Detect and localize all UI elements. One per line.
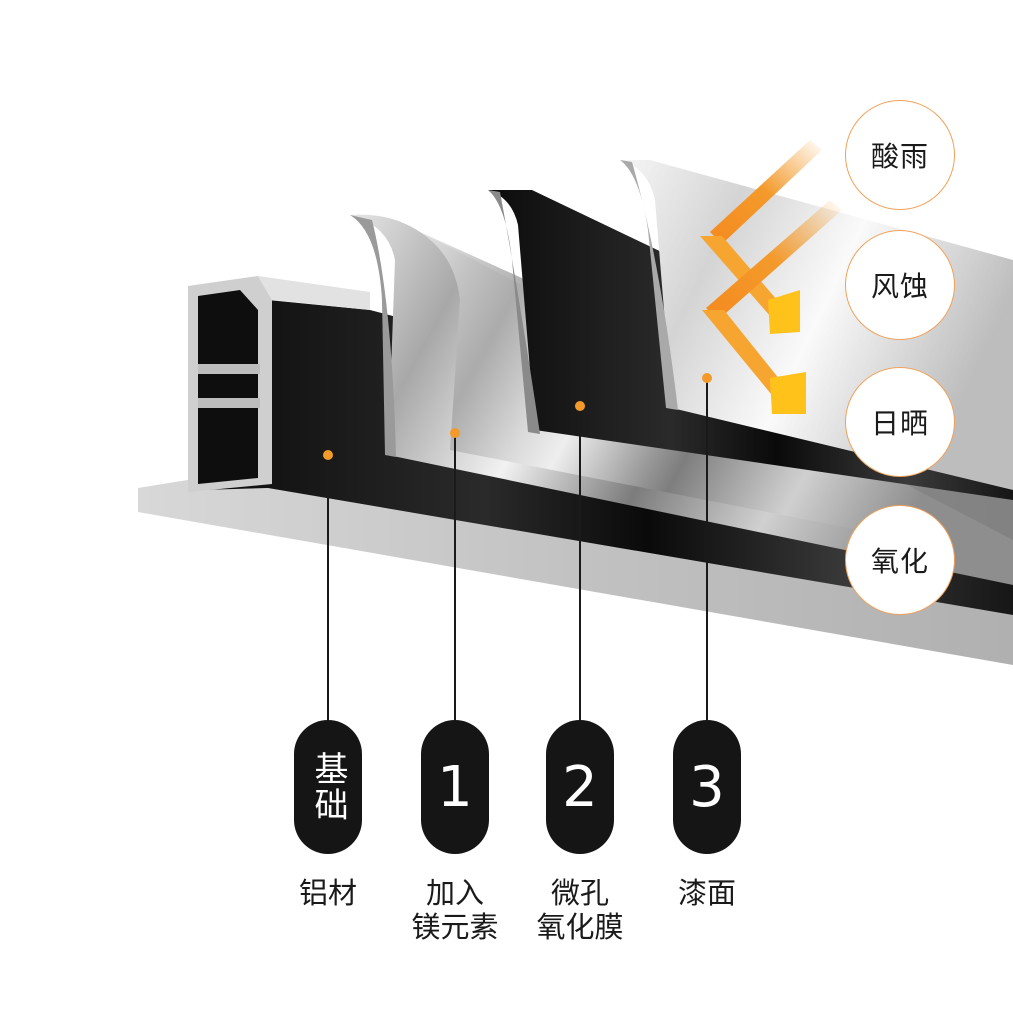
leader-lines [327, 378, 708, 722]
threat-acid-rain: 酸雨 [845, 100, 955, 210]
badge-layer-1: 1 [421, 720, 489, 854]
threat-oxidation: 氧化 [845, 505, 955, 615]
caption-layer-1: 加入镁元素 [411, 876, 499, 944]
marker-dot-3 [702, 373, 712, 383]
badge-base: 基础 [294, 720, 362, 854]
base-flange [138, 478, 1013, 665]
badge-layer-3: 3 [673, 720, 741, 854]
caption-layer-2: 微孔氧化膜 [536, 876, 624, 944]
threat-arrows [700, 140, 842, 414]
marker-dot-1 [450, 428, 460, 438]
caption-layer-3: 漆面 [677, 876, 736, 910]
threat-wind-erosion: 风蚀 [845, 230, 955, 340]
base-cross-section [188, 276, 370, 492]
marker-dot-base [323, 450, 333, 460]
caption-base: 铝材 [298, 876, 357, 910]
badge-layer-2: 2 [546, 720, 614, 854]
threat-sun-exposure: 日晒 [845, 367, 955, 477]
marker-dot-2 [575, 401, 585, 411]
